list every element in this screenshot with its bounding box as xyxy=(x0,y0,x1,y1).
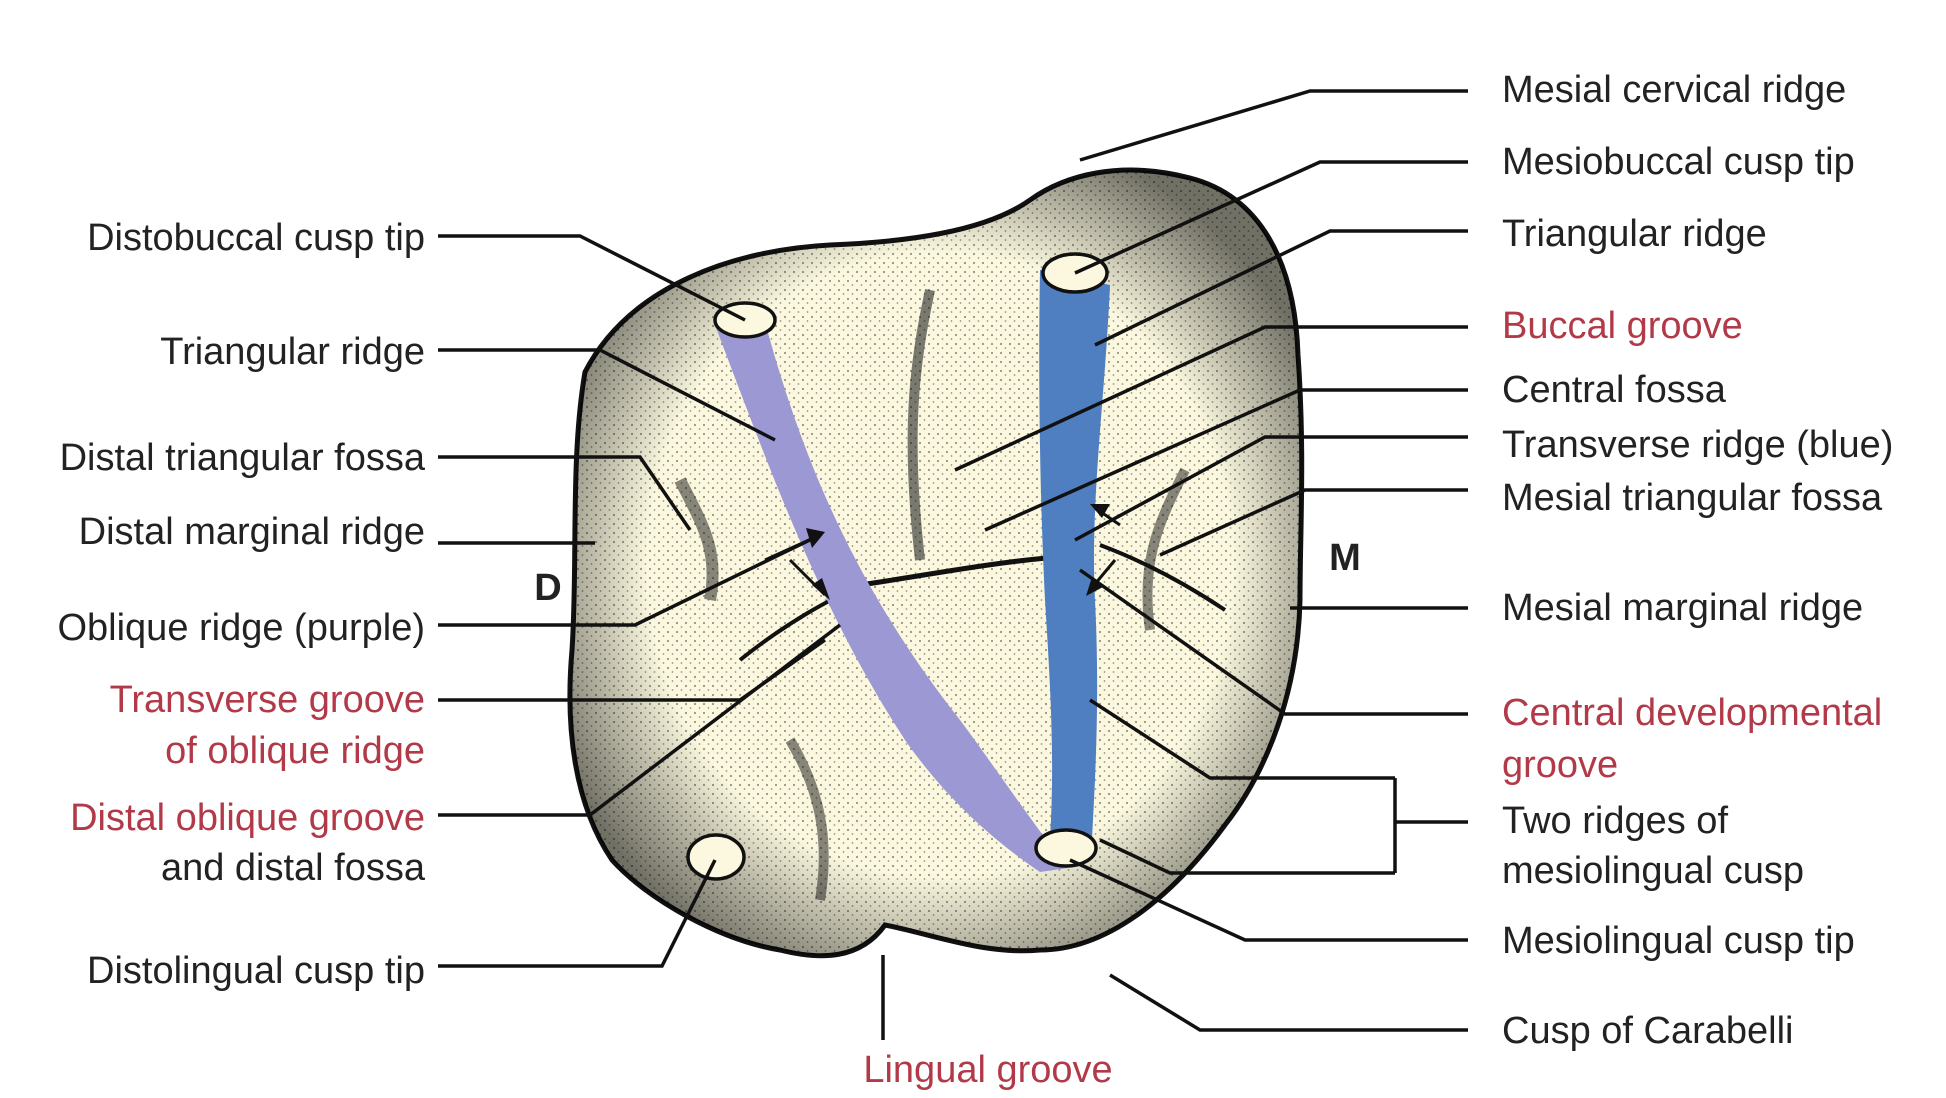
oblique-ridge-band xyxy=(715,322,1068,872)
label-triangular-ridge-left: Triangular ridge xyxy=(160,331,425,373)
distolingual-cusp-tip-marker xyxy=(686,833,746,881)
leader-lines xyxy=(438,89,1468,1040)
label-central-developmental-groove-line2: groove xyxy=(1502,744,1618,786)
label-central-developmental-groove-line1: Central developmental xyxy=(1502,692,1882,734)
mesial-direction-label: M xyxy=(1329,537,1361,579)
label-central-fossa: Central fossa xyxy=(1502,369,1727,411)
label-two-ridges-line2: mesiolingual cusp xyxy=(1502,850,1804,892)
label-transverse-groove-line1: Transverse groove xyxy=(110,679,425,721)
label-two-ridges-line1: Two ridges of xyxy=(1502,800,1728,842)
label-transverse-ridge: Transverse ridge (blue) xyxy=(1502,424,1893,466)
label-distobuccal-cusp-tip: Distobuccal cusp tip xyxy=(87,217,425,259)
label-mesial-cervical-ridge: Mesial cervical ridge xyxy=(1502,69,1846,111)
label-cusp-of-carabelli: Cusp of Carabelli xyxy=(1502,1010,1793,1052)
label-mesiolingual-cusp-tip: Mesiolingual cusp tip xyxy=(1502,920,1855,962)
distal-direction-label: D xyxy=(534,567,561,609)
label-distolingual-cusp-tip: Distolingual cusp tip xyxy=(87,950,425,992)
transverse-ridge-band xyxy=(1039,270,1110,840)
label-buccal-groove: Buccal groove xyxy=(1502,305,1743,347)
label-distal-triangular-fossa: Distal triangular fossa xyxy=(60,437,426,479)
left-labels: Distobuccal cusp tip Triangular ridge Di… xyxy=(57,217,425,992)
tooth-crown xyxy=(567,167,1305,959)
label-lingual-groove: Lingual groove xyxy=(863,1049,1112,1091)
label-oblique-ridge: Oblique ridge (purple) xyxy=(57,607,425,649)
label-distal-marginal-ridge: Distal marginal ridge xyxy=(79,511,425,553)
mesiolingual-cusp-tip-marker xyxy=(1034,828,1098,868)
label-distal-fossa: and distal fossa xyxy=(161,847,426,889)
label-distal-oblique-groove: Distal oblique groove xyxy=(70,797,425,839)
label-transverse-groove-line2: of oblique ridge xyxy=(165,730,425,772)
label-mesial-marginal-ridge: Mesial marginal ridge xyxy=(1502,587,1863,629)
label-mesial-triangular-fossa: Mesial triangular fossa xyxy=(1502,477,1883,519)
label-triangular-ridge-right: Triangular ridge xyxy=(1502,213,1767,255)
label-mesiobuccal-cusp-tip: Mesiobuccal cusp tip xyxy=(1502,141,1855,183)
right-labels: Mesial cervical ridge Mesiobuccal cusp t… xyxy=(1502,69,1893,1052)
